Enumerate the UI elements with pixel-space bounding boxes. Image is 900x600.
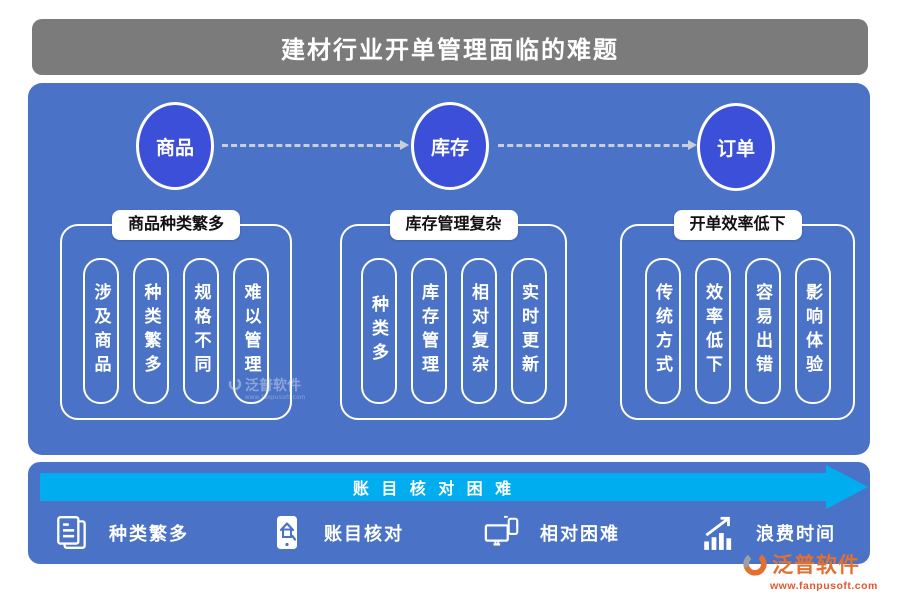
group-inventory-complexity: 库存管理复杂 种类多 库存管理 相对复杂 实时更新 [340, 210, 567, 420]
flow-node-label: 库存 [430, 137, 469, 159]
footer-item-difficulty: 相对困难 [484, 512, 620, 554]
footer-item-audit: 账目核对 [268, 512, 404, 554]
brand-logo: 泛普软件 www.fanpusoft.com [742, 549, 894, 592]
group-product-variety: 商品种类繁多 涉及商品 种类繁多 规格不同 难以管理 [60, 210, 292, 420]
pill-item: 难以管理 [233, 258, 269, 404]
banner-label: 账 目 核 对 困 难 [352, 481, 516, 498]
footer-label: 浪费时间 [756, 524, 836, 544]
pill-list: 种类多 库存管理 相对复杂 实时更新 [342, 258, 565, 404]
watermark: 泛普软件 www.fanpusoft.com [228, 377, 306, 401]
pill-item: 种类多 [360, 258, 397, 404]
flow-node-label: 订单 [716, 138, 755, 160]
group-header: 开单效率低下 [673, 210, 802, 240]
brand-url: www.fanpusoft.com [770, 580, 878, 592]
footer-label: 相对困难 [540, 524, 620, 544]
pill-item: 传统方式 [644, 258, 681, 404]
pill-item: 效率低下 [694, 258, 731, 404]
pill-item: 容易出错 [744, 258, 781, 404]
brand-logo-icon [743, 552, 767, 576]
flow-connector [498, 140, 697, 150]
pill-item: 规格不同 [183, 258, 219, 404]
flow-node-product: 商品 [136, 102, 214, 190]
pill-item: 相对复杂 [460, 258, 497, 404]
watermark-url: www.fanpusoft.com [245, 395, 306, 401]
group-billing-efficiency: 开单效率低下 传统方式 效率低下 容易出错 影响体验 [620, 210, 855, 420]
devices-icon [484, 513, 522, 553]
title-bar: 建材行业开单管理面临的难题 [32, 19, 868, 75]
pill-item: 影响体验 [794, 258, 831, 404]
footer-label: 账目核对 [324, 524, 404, 544]
arrow-right-icon [688, 140, 697, 150]
page-title: 建材行业开单管理面临的难题 [281, 36, 619, 64]
pill-item: 实时更新 [510, 258, 547, 404]
brand-name: 泛普软件 [772, 554, 860, 577]
bottom-panel: 账 目 核 对 困 难 种类繁多 [28, 462, 870, 564]
pill-list: 传统方式 效率低下 容易出错 影响体验 [622, 258, 853, 404]
watermark-text: 泛普软件 [245, 377, 301, 393]
banner-arrow [40, 473, 828, 501]
mobile-audit-icon [268, 513, 306, 553]
documents-icon [53, 513, 91, 553]
flow-node-inventory: 库存 [411, 102, 489, 190]
footer-label: 种类繁多 [109, 524, 189, 544]
group-header: 商品种类繁多 [111, 210, 241, 240]
watermark-logo-icon [228, 377, 242, 391]
pill-item: 涉及商品 [83, 258, 119, 404]
pill-item: 种类繁多 [133, 258, 169, 404]
banner-arrowhead-icon [826, 465, 868, 509]
flow-node-label: 商品 [155, 137, 194, 159]
footer-item-variety: 种类繁多 [53, 512, 189, 554]
arrow-right-icon [400, 140, 409, 150]
pill-item: 库存管理 [410, 258, 447, 404]
flow-connector [222, 140, 409, 150]
pill-list: 涉及商品 种类繁多 规格不同 难以管理 [62, 258, 290, 404]
growth-chart-icon [700, 513, 738, 553]
group-header: 库存管理复杂 [389, 210, 518, 240]
footer-item-time: 浪费时间 [700, 512, 836, 554]
flow-node-order: 订单 [697, 103, 775, 191]
